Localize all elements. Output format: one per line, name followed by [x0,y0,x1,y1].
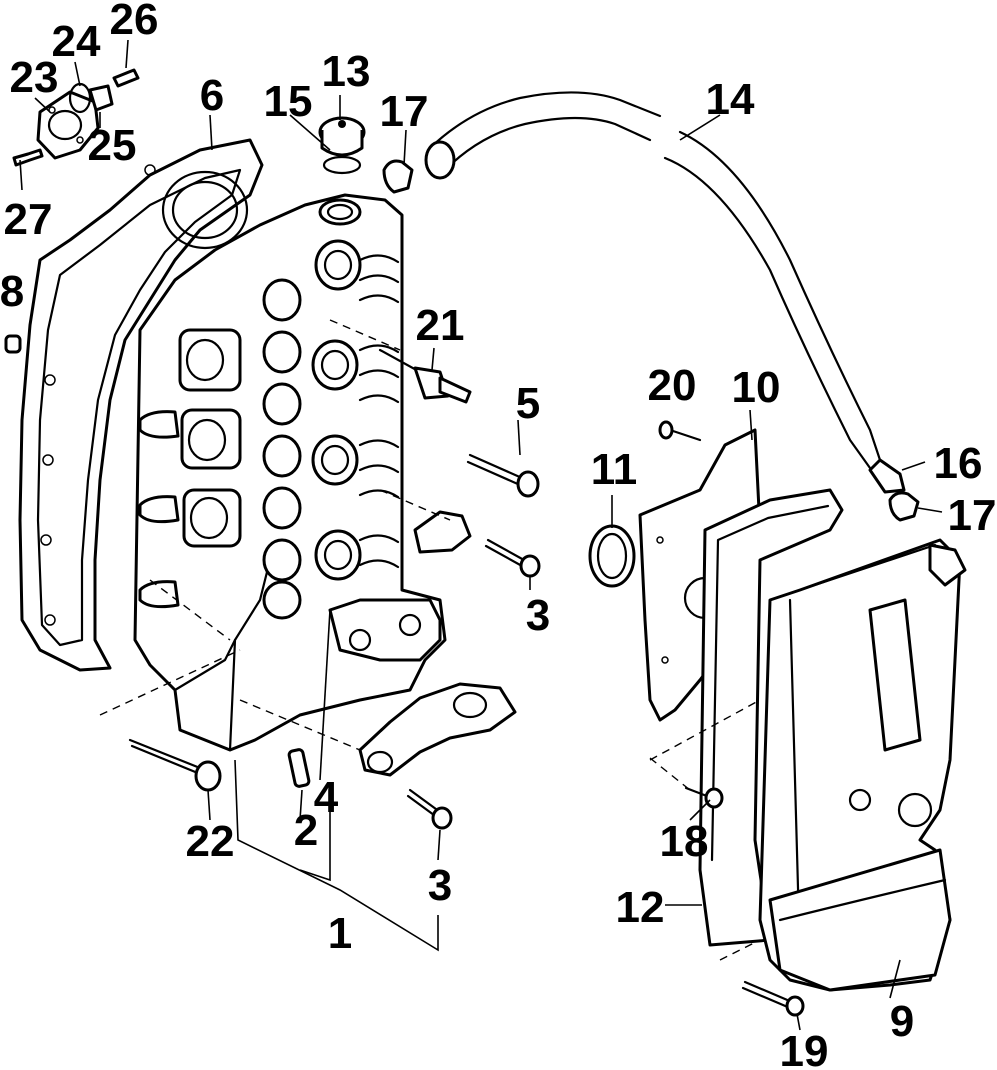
callout-15: 15 [264,77,313,126]
exhaust-cover [758,538,967,992]
callout-11: 11 [591,445,638,494]
callout-12: 12 [616,883,665,932]
filler-cap [318,116,366,175]
callout-4: 4 [314,773,339,822]
bearing-caps [358,510,517,777]
callout-16: 16 [934,439,983,488]
callout-23: 23 [10,53,59,102]
callout-2: 2 [294,806,318,855]
alignment-lines [99,319,761,961]
callout-1: 1 [328,909,352,958]
water-hose [424,91,906,494]
callout-24: 24 [52,17,101,66]
callout-13: 13 [322,47,371,96]
callout-27: 27 [4,195,53,244]
callout-25: 25 [88,121,137,170]
callout-22: 22 [186,817,235,866]
callout-19: 19 [780,1027,829,1070]
callout-17-right: 17 [948,491,997,540]
head-fins [358,254,400,569]
cover-bolt-18 [684,786,724,809]
port-bosses [178,328,242,548]
callout-6: 6 [200,71,224,120]
callout-26: 26 [110,0,159,44]
callout-3-lower: 3 [428,861,452,910]
callout-20: 20 [648,361,697,410]
cam-bores-left [262,278,302,620]
callout-18: 18 [660,817,709,866]
head-gasket [18,138,264,672]
hose-clamp-top [382,159,414,194]
callout-14: 14 [706,75,755,124]
cover-bolt-19 [741,980,805,1017]
callout-3-mid: 3 [526,591,550,640]
long-bolt [128,738,222,792]
callout-10: 10 [732,363,781,412]
callout-21: 21 [416,301,465,350]
callout-9: 9 [890,997,914,1046]
dowel-pin [4,334,22,354]
spark-plug [378,348,472,404]
thermostat-cover-assembly [12,68,140,167]
callout-17-top: 17 [380,87,429,136]
head-bolt-lower [406,788,453,830]
leader-lines [19,39,943,1031]
callout-8: 8 [0,267,24,316]
head-bolt-upper [466,453,540,498]
head-bolt-mid [484,538,541,578]
cylinder-head [133,193,447,752]
hose-clamp-bottom [888,491,920,522]
screw-small [658,420,702,442]
stud-bolt [287,748,311,788]
o-ring [588,524,636,588]
cam-bores-right [311,239,362,581]
exhaust-cover-gasket [698,488,844,947]
callout-5: 5 [516,379,540,428]
